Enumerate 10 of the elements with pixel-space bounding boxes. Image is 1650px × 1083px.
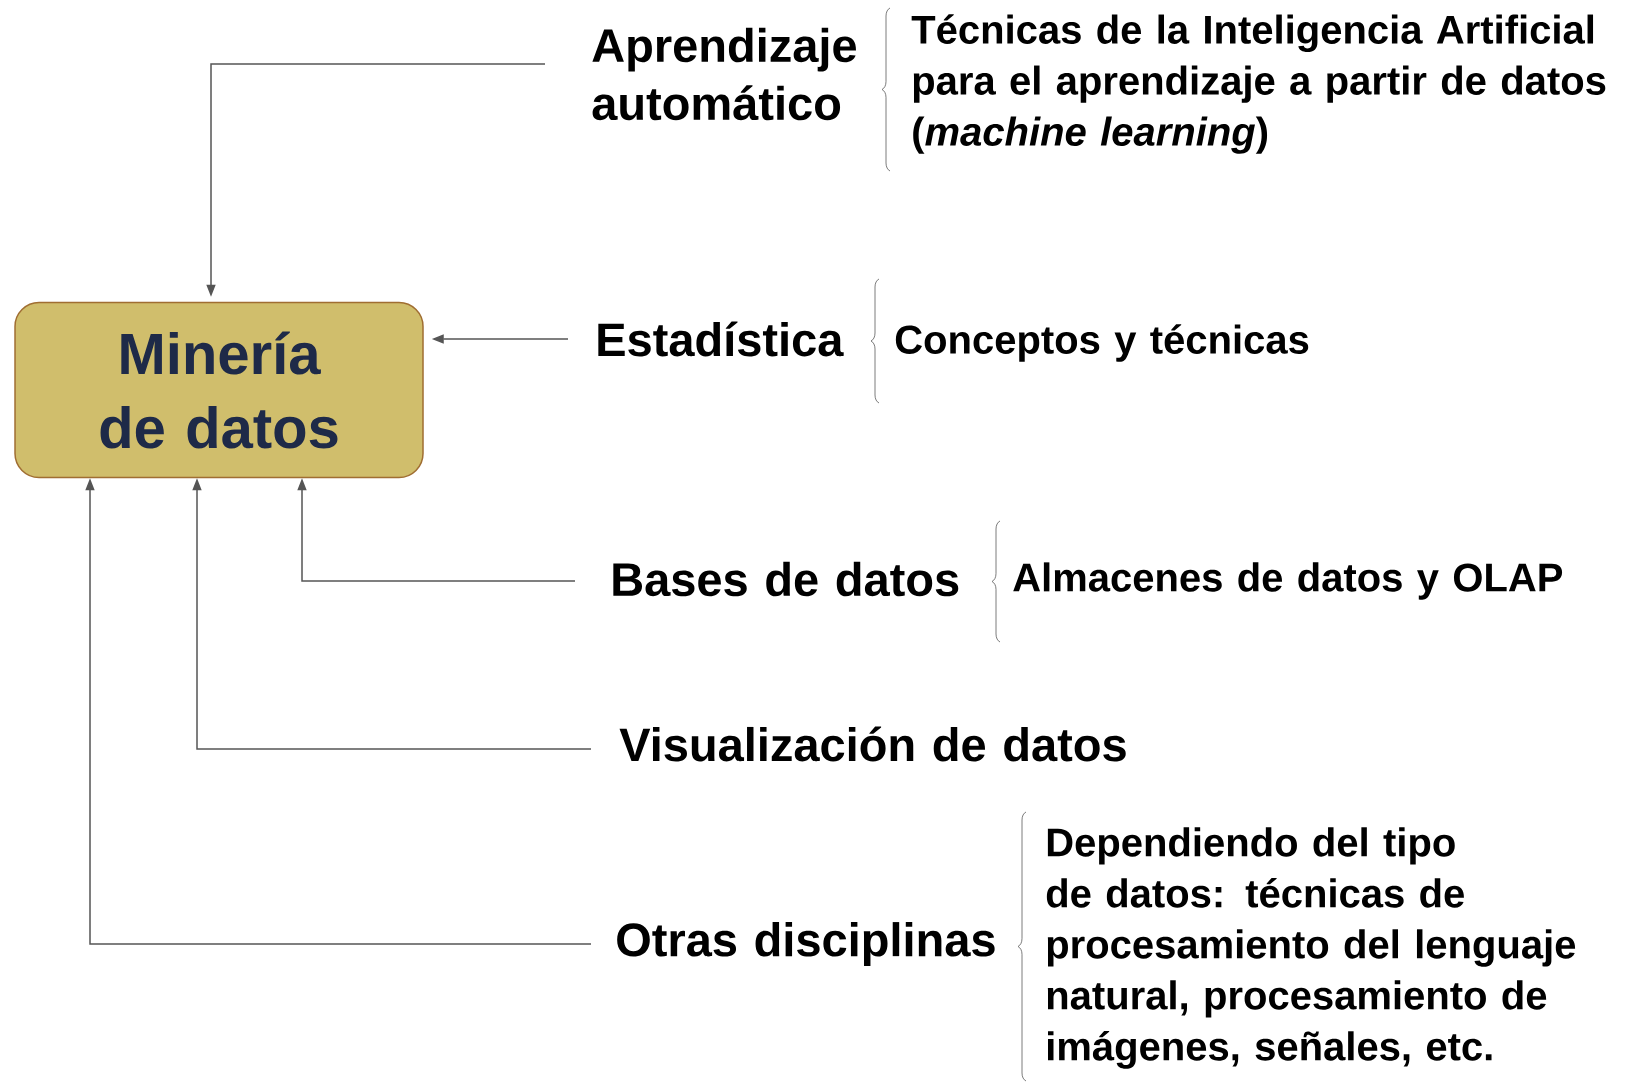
process-box: Minería de datos: [14, 301, 424, 479]
description-text: Almacenes de datos y OLAP: [1013, 562, 1563, 600]
field-label: Bases de datos: [613, 561, 959, 597]
field-label: Otras disciplinas: [617, 922, 995, 966]
field-label: Aprendizaje automático: [592, 27, 856, 121]
field-label: Estadística: [598, 321, 844, 357]
description-text: Dependiendo del tipo de datos: técnicas de procesamiento del lenguaje natural, procesamiento de imágenes, señales, etc.: [1046, 827, 1576, 1069]
field-label: Visualización de datos: [619, 726, 1126, 762]
description-text: Conceptos y técnicas: [895, 324, 1309, 362]
description-text: Técnicas de la Inteligencia Artificial para el aprendizaje a partir de datos (machine learning): [911, 14, 1606, 154]
